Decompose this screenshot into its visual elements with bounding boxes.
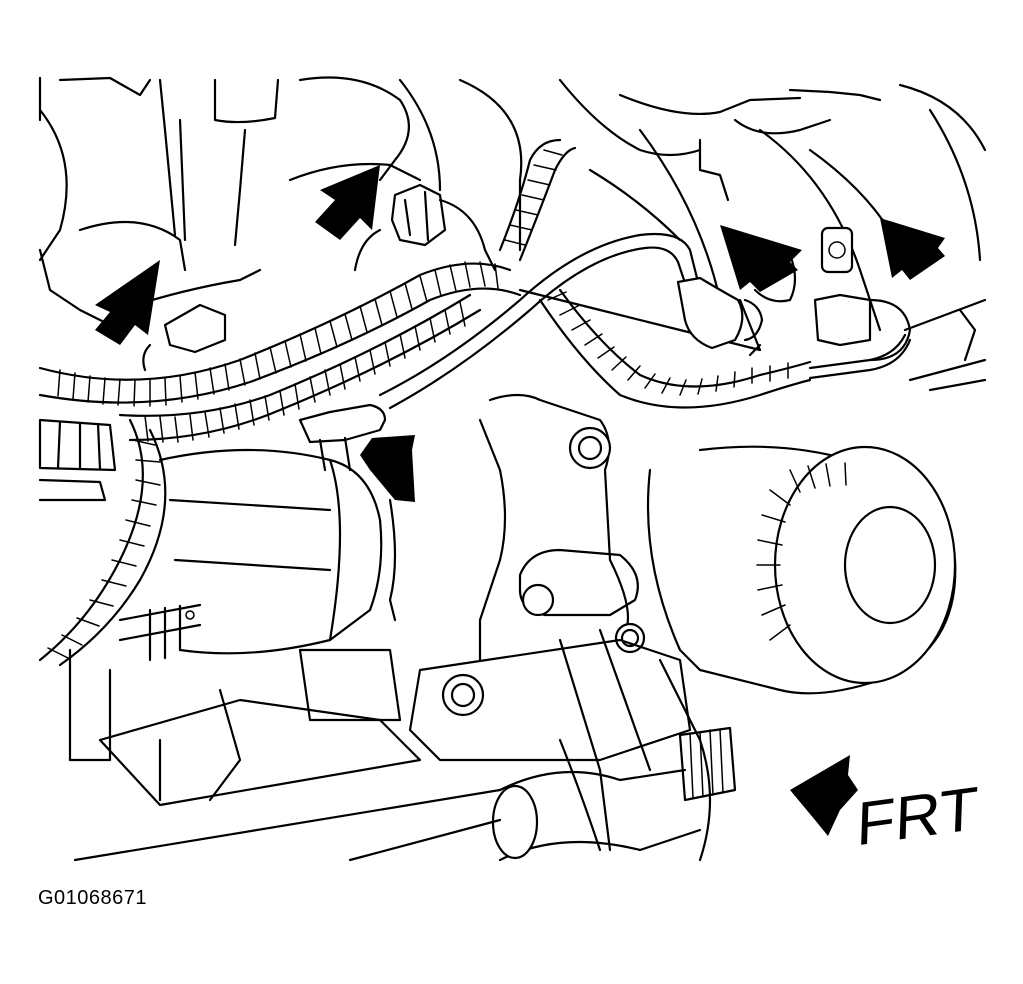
callout-arrow-icon: [720, 225, 802, 292]
callout-arrow-icon: [315, 165, 380, 240]
drive-shaft: [73, 648, 737, 862]
callout-arrows: [95, 165, 945, 836]
figure-id: G01068671: [38, 887, 148, 909]
alternator-wire-run: [378, 232, 912, 410]
sensor-connector: [142, 183, 497, 372]
front-direction-arrow-icon: [790, 755, 858, 836]
callout-arrow-icon: [360, 435, 415, 502]
callout-arrow-icon: [880, 218, 945, 280]
wiring-harness: [38, 138, 577, 667]
callout-arrow-icon: [95, 260, 160, 345]
oil-filter: [646, 445, 957, 862]
mount-bracket: [408, 393, 692, 852]
starter-motor: [68, 403, 397, 762]
